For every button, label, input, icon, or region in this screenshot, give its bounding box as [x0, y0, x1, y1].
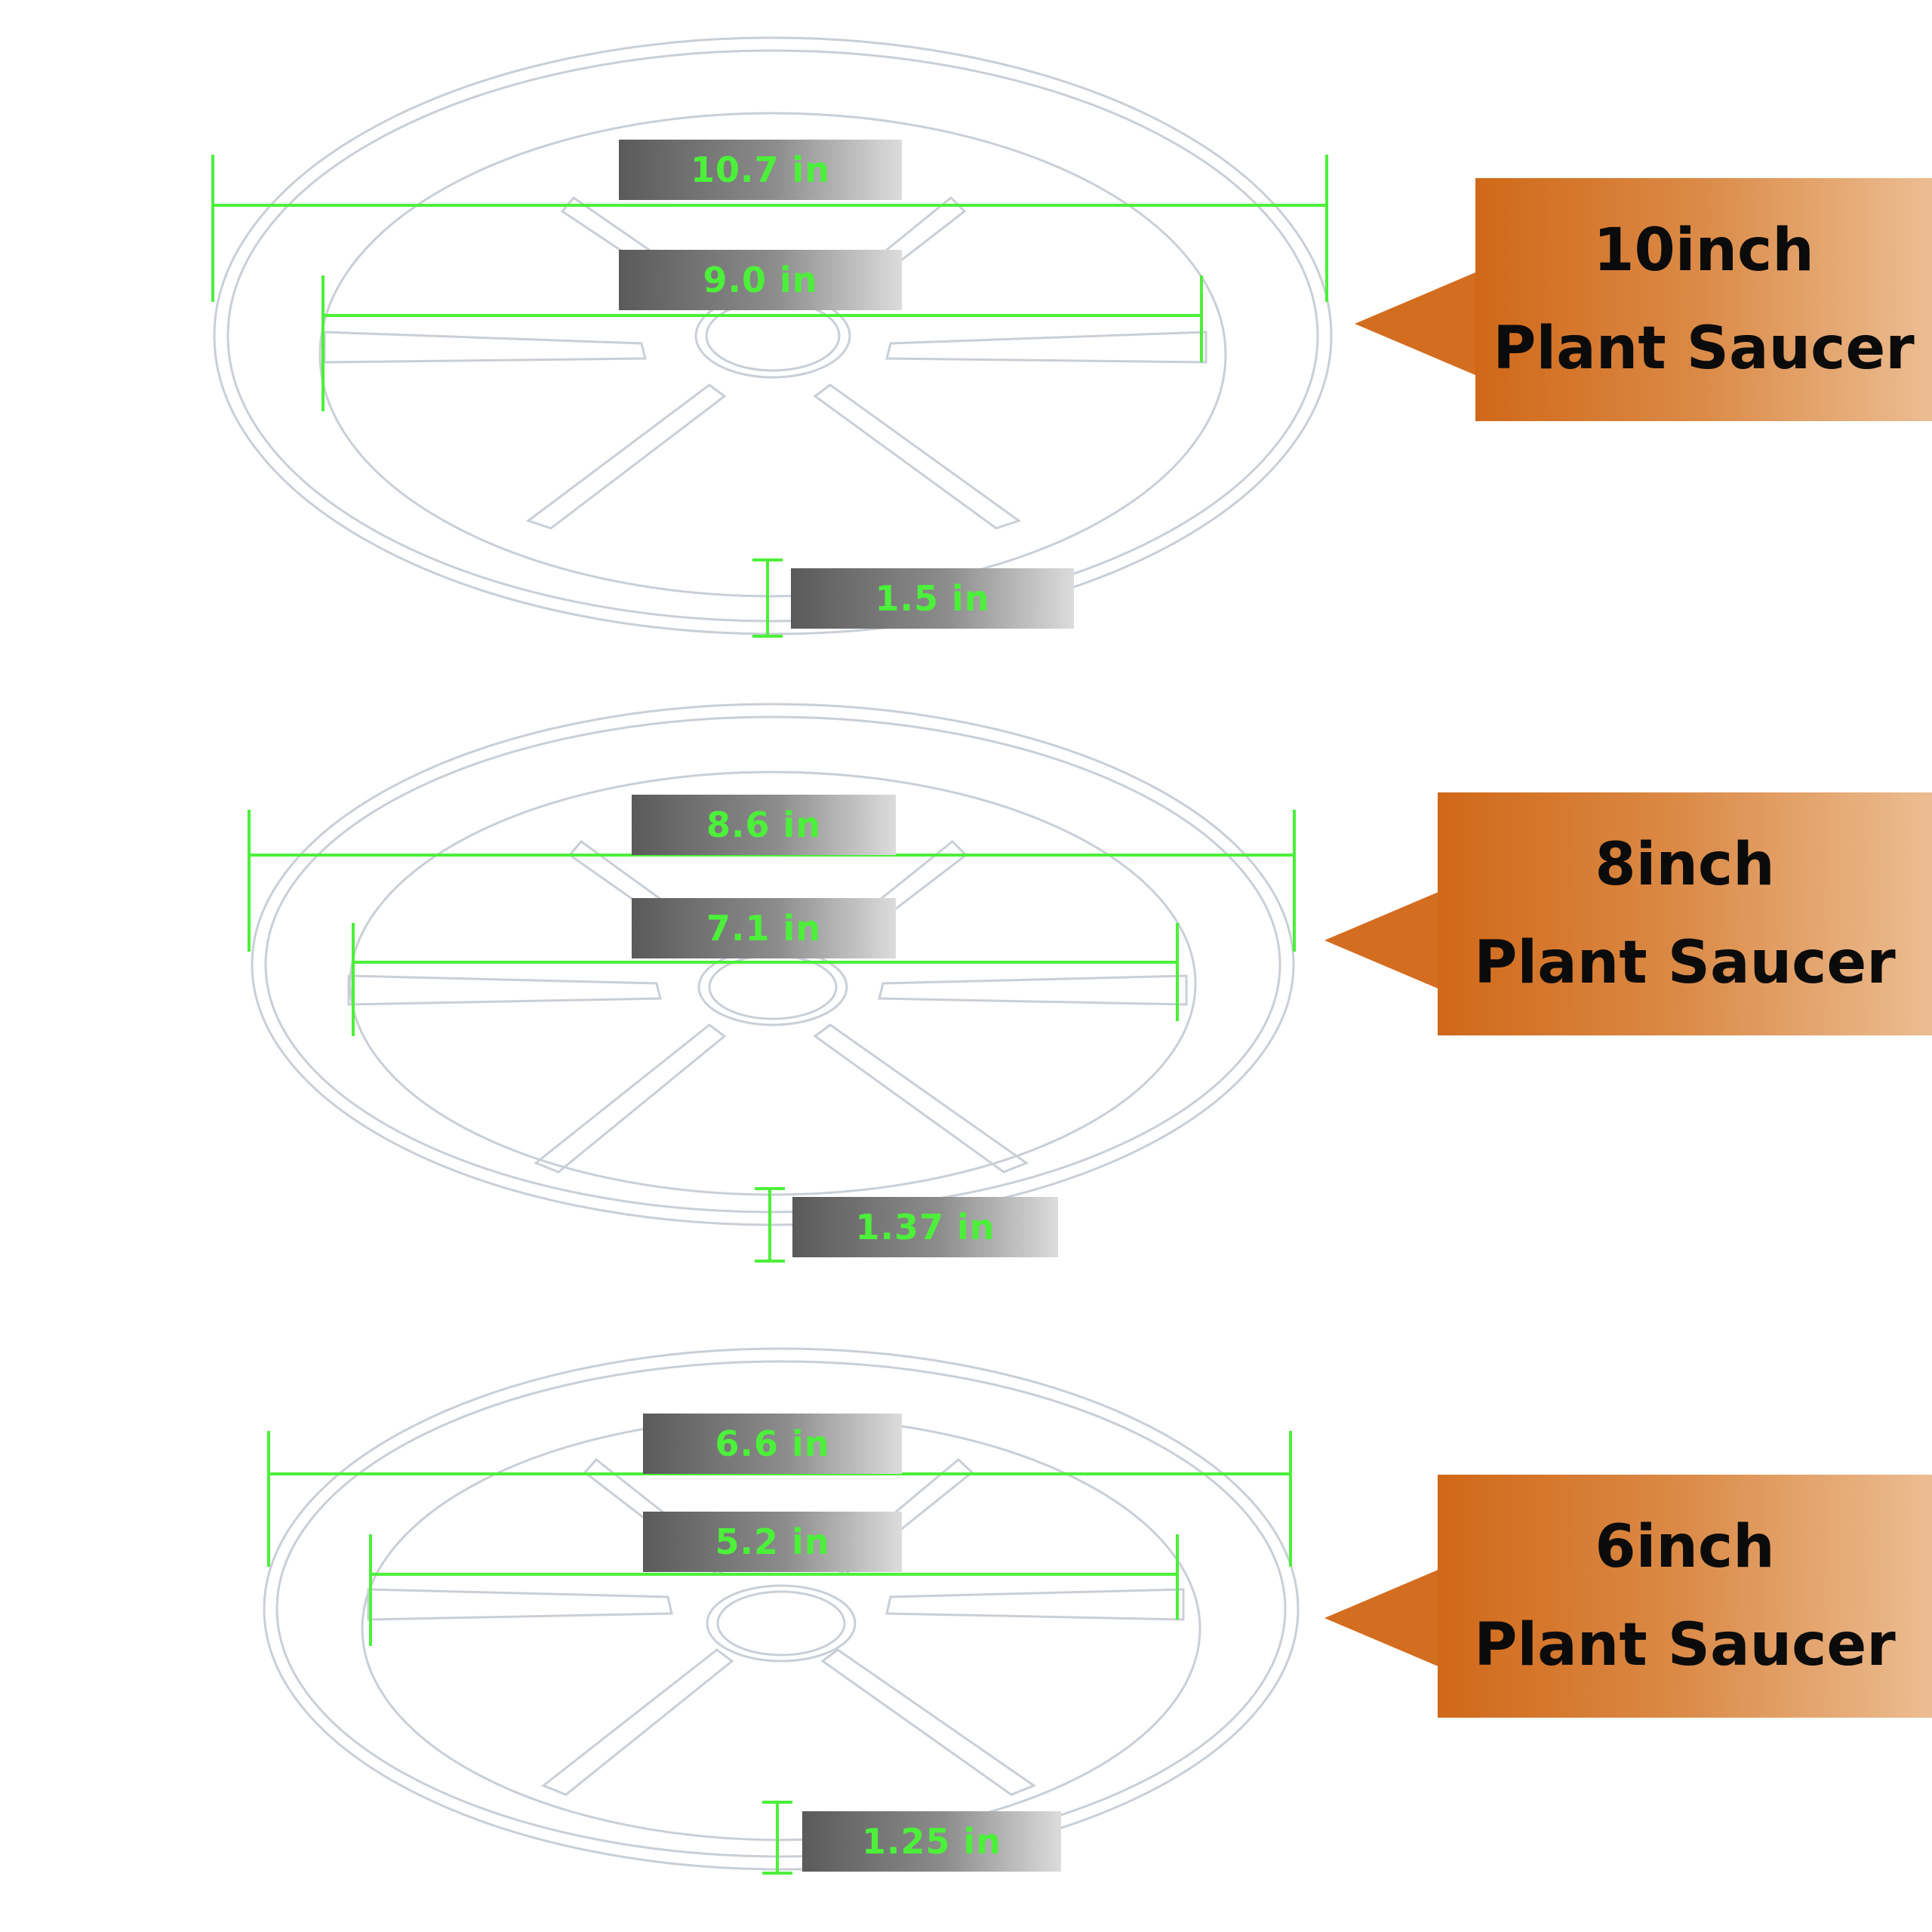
- product-label: Plant Saucer: [1474, 1611, 1896, 1679]
- outer-diameter-label: 8.6 in: [632, 795, 896, 855]
- tag-pointer: [1324, 889, 1445, 992]
- size-tag: 6inch Plant Saucer: [1438, 1475, 1932, 1718]
- height-label: 1.25 in: [802, 1811, 1061, 1872]
- outer-diameter-label: 6.6 in: [643, 1414, 902, 1474]
- tag-pointer: [1324, 1567, 1445, 1669]
- size-label: 6inch: [1595, 1513, 1775, 1581]
- size-label: 10inch: [1593, 217, 1814, 285]
- size-tag: 8inch Plant Saucer: [1438, 792, 1932, 1035]
- product-label: Plant Saucer: [1493, 315, 1915, 383]
- inner-diameter-label: 7.1 in: [632, 898, 896, 958]
- height-label: 1.5 in: [791, 568, 1074, 629]
- tag-pointer: [1355, 272, 1475, 375]
- saucer-drawing-10inch: [211, 36, 1333, 638]
- inner-diameter-label: 9.0 in: [619, 250, 902, 310]
- inner-diameter-label: 5.2 in: [643, 1512, 902, 1572]
- product-label: Plant Saucer: [1474, 929, 1896, 997]
- height-label: 1.37 in: [792, 1197, 1058, 1257]
- size-tag: 10inch Plant Saucer: [1475, 178, 1932, 421]
- saucer-6inch: 6.6 in 5.2 in 1.25 in 6inch Plant Saucer: [0, 1287, 1932, 1931]
- outer-diameter-label: 10.7 in: [619, 140, 902, 200]
- saucer-10inch: 10.7 in 9.0 in 1.5 in 10inch Plant Sauce…: [0, 0, 1932, 644]
- saucer-8inch: 8.6 in 7.1 in 1.37 in 8inch Plant Saucer: [0, 644, 1932, 1287]
- size-label: 8inch: [1595, 831, 1775, 899]
